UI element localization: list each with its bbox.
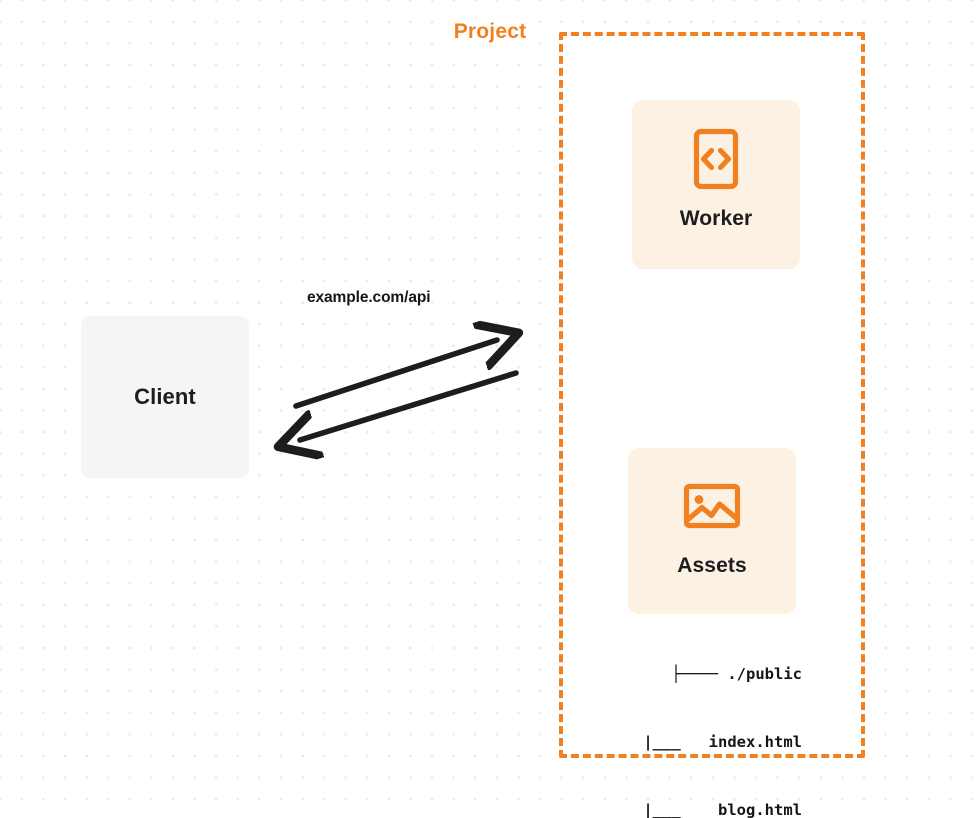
code-brackets-icon [693, 128, 739, 190]
file-tree-row: |___ blog.html [615, 800, 802, 818]
resource-card-assets-label: Assets [677, 554, 747, 577]
resource-card-assets[interactable]: Assets [628, 448, 796, 614]
assets-file-tree: ├──── ./public |___ index.html |___ blog… [602, 618, 802, 818]
client-node[interactable]: Client [81, 316, 249, 478]
response-arrow [300, 370, 519, 440]
edge-label-endpoint: example.com/api [307, 289, 431, 306]
file-tree-row: |___ index.html [615, 732, 802, 751]
resource-card-worker[interactable]: Worker [632, 100, 800, 269]
request-arrow [293, 340, 497, 409]
file-tree-row: ├──── ./public [671, 665, 802, 684]
resource-card-worker-label: Worker [679, 207, 753, 230]
client-node-label: Client [134, 384, 196, 409]
image-picture-icon [683, 483, 741, 529]
project-title: Project [446, 20, 534, 44]
